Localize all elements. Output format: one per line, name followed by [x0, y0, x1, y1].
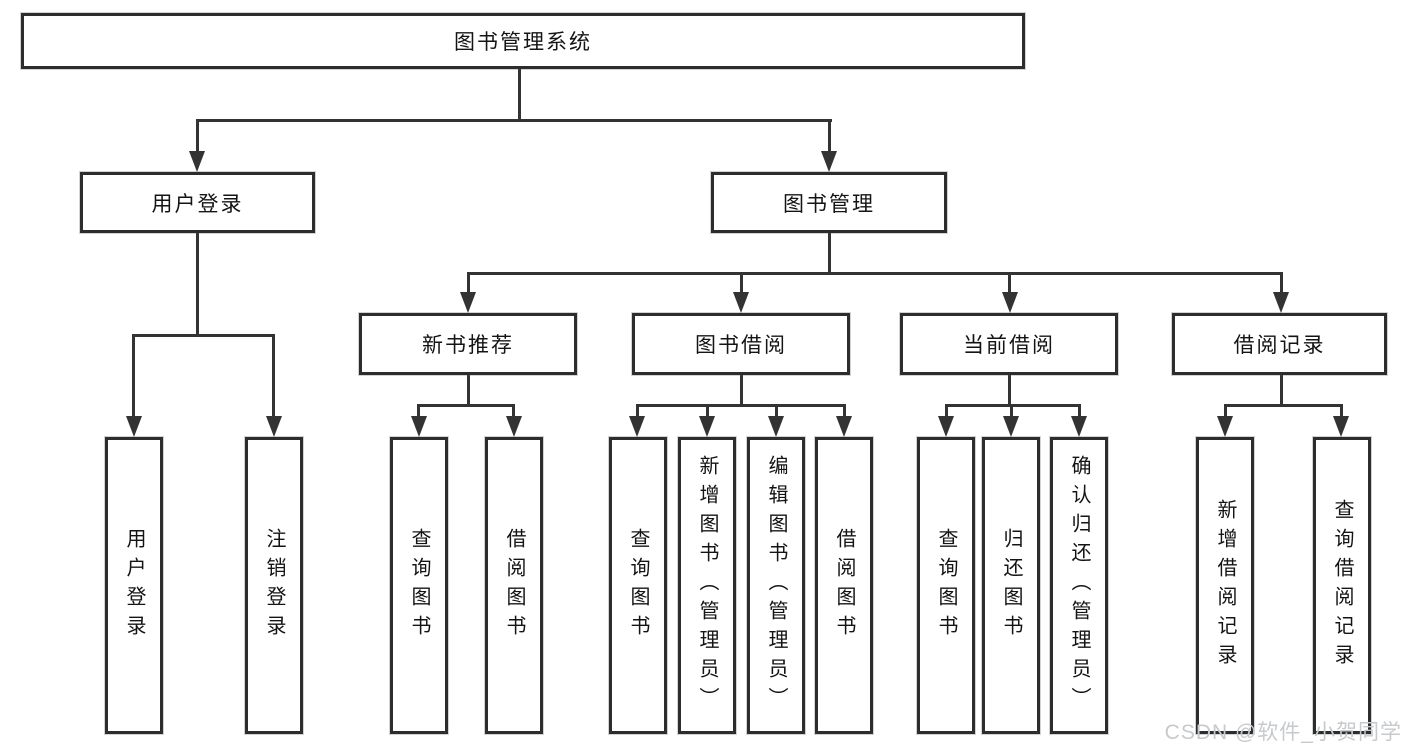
arrowhead-down — [733, 292, 749, 313]
connector-line — [518, 69, 521, 119]
connector-line — [843, 404, 846, 418]
node-label: 借阅记录 — [1233, 334, 1326, 357]
node-label: 图书借阅 — [695, 334, 787, 357]
arrowhead-down — [411, 416, 427, 437]
arrowhead-down — [836, 416, 852, 437]
leaf-borrowing-query-books: 查询图书 — [609, 437, 667, 734]
connector-line — [196, 119, 832, 122]
leaf-label: 归还图书 — [1000, 527, 1022, 644]
leaf-label: 注销登录 — [263, 527, 285, 644]
arrowhead-down — [1217, 416, 1233, 437]
leaf-current-confirm-return-admin: 确认归还（管理员） — [1050, 437, 1108, 734]
connector-line — [775, 404, 778, 418]
leaf-current-return-books: 归还图书 — [982, 437, 1040, 734]
arrowhead-down — [1333, 416, 1349, 437]
connector-line — [636, 404, 846, 407]
connector-line — [196, 233, 199, 336]
arrowhead-down — [1273, 292, 1289, 313]
leaf-label: 编辑图书（管理员） — [765, 455, 787, 716]
leaf-records-query-borrow-record: 查询借阅记录 — [1313, 437, 1371, 734]
leaf-label: 查询借阅记录 — [1331, 498, 1353, 673]
leaf-label: 借阅图书 — [503, 527, 525, 644]
connector-line — [1224, 404, 1343, 407]
arrowhead-down — [1002, 292, 1018, 313]
leaf-borrowing-add-books-admin: 新增图书（管理员） — [678, 437, 736, 734]
connector-line — [1008, 375, 1011, 406]
leaf-logout: 注销登录 — [245, 437, 303, 734]
leaf-label: 确认归还（管理员） — [1068, 455, 1090, 716]
node-label: 图书管理系统 — [454, 31, 592, 54]
connector-line — [945, 404, 948, 418]
connector-line — [706, 404, 709, 418]
leaf-label: 查询图书 — [408, 527, 430, 644]
connector-line — [636, 404, 639, 418]
leaf-user-login: 用户登录 — [105, 437, 163, 734]
arrowhead-down — [821, 151, 837, 172]
connector-line — [1010, 404, 1013, 418]
connector-line — [1280, 272, 1283, 294]
connector-line — [467, 375, 470, 406]
leaf-label: 新增借阅记录 — [1214, 498, 1236, 673]
node-label: 用户登录 — [151, 192, 244, 216]
arrowhead-down — [938, 416, 954, 437]
node-root-library-system: 图书管理系统 — [21, 13, 1025, 69]
arrowhead-down — [1071, 416, 1087, 437]
arrowhead-down — [126, 416, 142, 437]
connector-line — [467, 272, 1282, 275]
connector-line — [828, 233, 831, 274]
leaf-newbook-borrow-books: 借阅图书 — [485, 437, 543, 734]
node-borrowing-records: 借阅记录 — [1172, 313, 1387, 375]
leaf-current-query-books: 查询图书 — [917, 437, 975, 734]
arrowhead-down — [1003, 416, 1019, 437]
node-book-management-group: 图书管理 — [711, 172, 947, 233]
arrowhead-down — [629, 416, 645, 437]
leaf-label: 用户登录 — [123, 527, 145, 644]
node-current-borrowing: 当前借阅 — [900, 313, 1118, 375]
arrowhead-down — [460, 292, 476, 313]
connector-line — [1224, 404, 1227, 418]
arrowhead-down — [189, 151, 205, 172]
leaf-records-add-borrow-record: 新增借阅记录 — [1196, 437, 1254, 734]
arrowhead-down — [768, 416, 784, 437]
leaf-borrowing-borrow-books: 借阅图书 — [815, 437, 873, 734]
connector-line — [1078, 404, 1081, 418]
connector-line — [272, 334, 275, 418]
arrowhead-down — [699, 416, 715, 437]
arrowhead-down — [506, 416, 522, 437]
arrowhead-down — [266, 416, 282, 437]
connector-line — [417, 404, 515, 407]
leaf-label: 查询图书 — [935, 527, 957, 644]
leaf-borrowing-edit-books-admin: 编辑图书（管理员） — [747, 437, 805, 734]
connector-line — [740, 272, 743, 294]
node-new-book-recommendation: 新书推荐 — [359, 313, 577, 375]
leaf-label: 查询图书 — [627, 527, 649, 644]
node-book-borrowing: 图书借阅 — [632, 313, 850, 375]
connector-line — [1008, 272, 1011, 294]
node-label: 新书推荐 — [422, 334, 514, 357]
connector-line — [512, 404, 515, 418]
connector-line — [467, 272, 470, 294]
leaf-label: 借阅图书 — [833, 527, 855, 644]
connector-line — [945, 404, 1081, 407]
connector-line — [828, 119, 831, 153]
node-user-login-group: 用户登录 — [80, 172, 315, 233]
csdn-watermark: CSDN @软件_小贺同学 — [1164, 721, 1402, 744]
connector-line — [1280, 375, 1283, 406]
node-label: 图书管理 — [783, 192, 875, 216]
connector-line — [132, 334, 135, 418]
leaf-label: 新增图书（管理员） — [696, 455, 718, 716]
connector-line — [417, 404, 420, 418]
connector-line — [132, 334, 275, 337]
node-label: 当前借阅 — [963, 334, 1055, 357]
connector-line — [740, 375, 743, 406]
connector-line — [196, 119, 199, 153]
connector-line — [1340, 404, 1343, 418]
leaf-newbook-query-books: 查询图书 — [390, 437, 448, 734]
